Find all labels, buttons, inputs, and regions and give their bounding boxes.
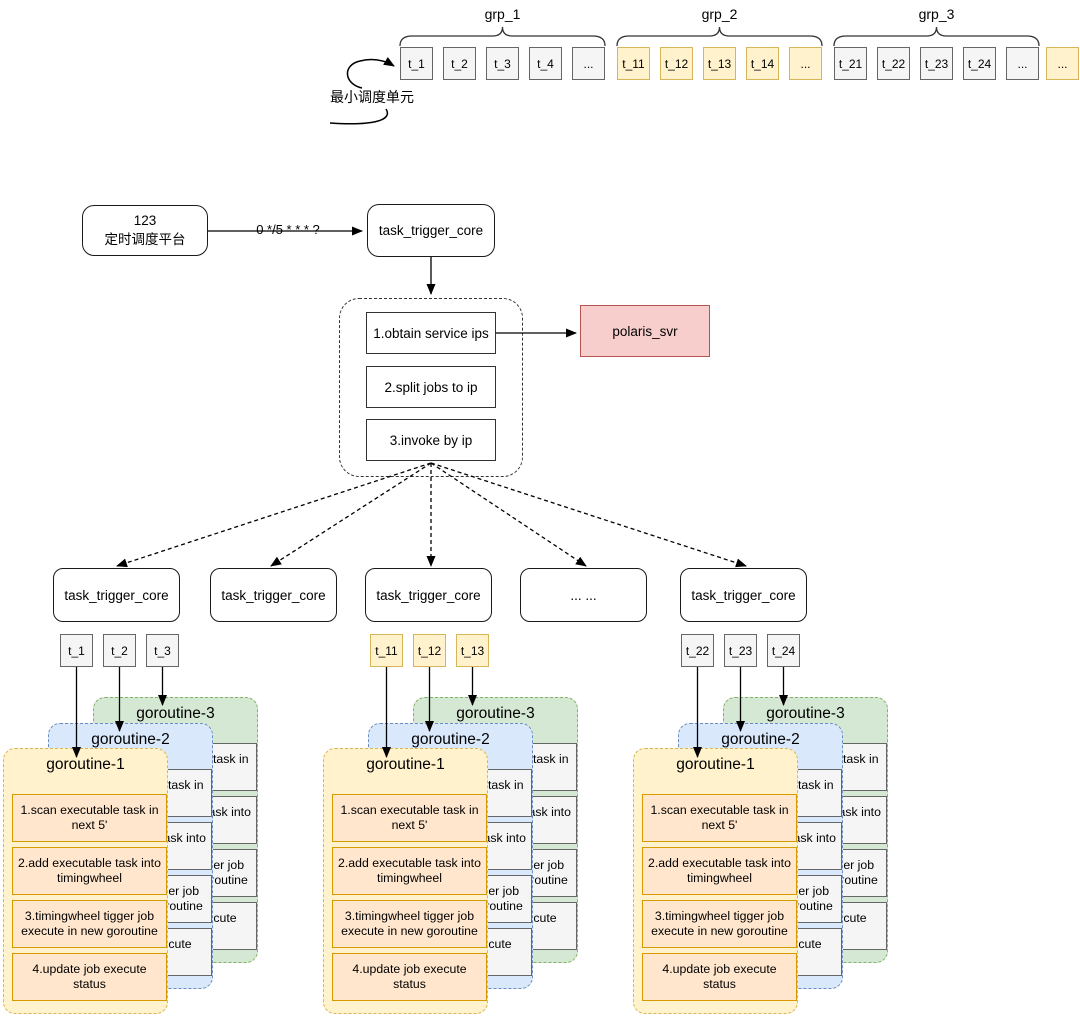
goroutine-step: 1.scan executable task in next 5' xyxy=(332,794,487,842)
task-trigger-core-worker-node: task_trigger_core xyxy=(365,568,492,622)
task-box: t_3 xyxy=(146,634,179,667)
goroutine-step: 4.update job execute status xyxy=(332,953,487,1001)
pipeline-step-obtain-ips: 1.obtain service ips xyxy=(366,312,496,354)
goroutine-step: 1.scan executable task in next 5' xyxy=(642,794,797,842)
min-unit-note-arrow xyxy=(346,56,395,89)
goroutine-title: goroutine-2 xyxy=(411,731,490,748)
task-box: t_2 xyxy=(103,634,136,667)
task-box: t_4 xyxy=(529,47,562,80)
goroutine-step: 3.timingwheel tigger job execute in new … xyxy=(642,900,797,948)
task-box: t_24 xyxy=(963,47,996,80)
task-box: t_11 xyxy=(370,634,403,667)
group-label: grp_3 xyxy=(918,6,955,22)
scheduler-platform-node: 123 定时调度平台 xyxy=(82,205,208,256)
task-box: ... xyxy=(572,47,605,80)
invoke-fanout-arrow xyxy=(270,462,432,567)
cron-expression-label: 0 */5 * * * ? xyxy=(243,222,333,237)
goroutine-container: goroutine-1 1.scan executable task in nex… xyxy=(3,748,168,1014)
task-trigger-core-worker-node: task_trigger_core xyxy=(680,568,807,622)
min-scheduling-unit-note: 最小调度单元 xyxy=(330,89,414,105)
goroutine-step: 3.timingwheel tigger job execute in new … xyxy=(332,900,487,948)
goroutine-title: goroutine-2 xyxy=(721,731,800,748)
invoke-fanout-arrow xyxy=(430,462,747,568)
task-box: t_21 xyxy=(834,47,867,80)
task-box: t_3 xyxy=(486,47,519,80)
goroutine-step: 1.scan executable task in next 5' xyxy=(12,794,167,842)
group-brace xyxy=(833,26,1040,47)
group-brace xyxy=(399,26,606,47)
task-box: t_23 xyxy=(724,634,757,667)
goroutine-step: 3.timingwheel tigger job execute in new … xyxy=(12,900,167,948)
note-squiggle-curve xyxy=(329,108,389,125)
goroutine-title: goroutine-3 xyxy=(456,705,535,722)
goroutine-title: goroutine-3 xyxy=(136,705,215,722)
task-trigger-core-worker-node: task_trigger_core xyxy=(210,568,337,622)
task-trigger-core-main-node: task_trigger_core xyxy=(367,204,495,257)
task-box: ... xyxy=(1006,47,1039,80)
pipeline-step-invoke: 3.invoke by ip xyxy=(366,419,496,461)
group-brace xyxy=(616,26,823,47)
goroutine-step: 4.update job execute status xyxy=(12,953,167,1001)
task-trigger-core-worker-node: task_trigger_core xyxy=(53,568,180,622)
goroutine-title: goroutine-1 xyxy=(46,756,125,773)
task-box: ... xyxy=(789,47,822,80)
task-box: t_12 xyxy=(413,634,446,667)
task-box-extra: ... xyxy=(1046,47,1079,80)
task-box: t_22 xyxy=(681,634,714,667)
invoke-fanout-arrow xyxy=(430,462,587,567)
scheduler-platform-line2: 定时调度平台 xyxy=(104,231,186,247)
goroutine-container: goroutine-1 1.scan executable task in nex… xyxy=(323,748,488,1014)
goroutine-step: 2.add executable task into timingwheel xyxy=(642,847,797,895)
goroutine-step: 2.add executable task into timingwheel xyxy=(332,847,487,895)
task-box: t_13 xyxy=(456,634,489,667)
goroutine-title: goroutine-1 xyxy=(676,756,755,773)
goroutine-title: goroutine-2 xyxy=(91,731,170,748)
goroutine-title: goroutine-3 xyxy=(766,705,845,722)
group-label: grp_2 xyxy=(701,6,738,22)
group-label: grp_1 xyxy=(484,6,521,22)
goroutine-title: goroutine-1 xyxy=(366,756,445,773)
polaris-server-node: polaris_svr xyxy=(580,305,710,357)
task-box: t_12 xyxy=(660,47,693,80)
task-box: t_13 xyxy=(703,47,736,80)
task-box: t_1 xyxy=(400,47,433,80)
task-box: t_1 xyxy=(60,634,93,667)
task-box: t_2 xyxy=(443,47,476,80)
scheduler-platform-label: 123 定时调度平台 xyxy=(105,212,186,248)
pipeline-step-split-jobs: 2.split jobs to ip xyxy=(366,366,496,408)
task-box: t_22 xyxy=(877,47,910,80)
task-box: t_11 xyxy=(617,47,650,80)
invoke-fanout-arrow xyxy=(116,462,432,568)
goroutine-container: goroutine-1 1.scan executable task in nex… xyxy=(633,748,798,1014)
task-trigger-core-worker-node: ... ... xyxy=(520,568,647,622)
goroutine-step: 2.add executable task into timingwheel xyxy=(12,847,167,895)
task-box: t_24 xyxy=(767,634,800,667)
task-box: t_14 xyxy=(746,47,779,80)
goroutine-step: 4.update job execute status xyxy=(642,953,797,1001)
task-box: t_23 xyxy=(920,47,953,80)
scheduler-platform-line1: 123 xyxy=(133,213,157,229)
